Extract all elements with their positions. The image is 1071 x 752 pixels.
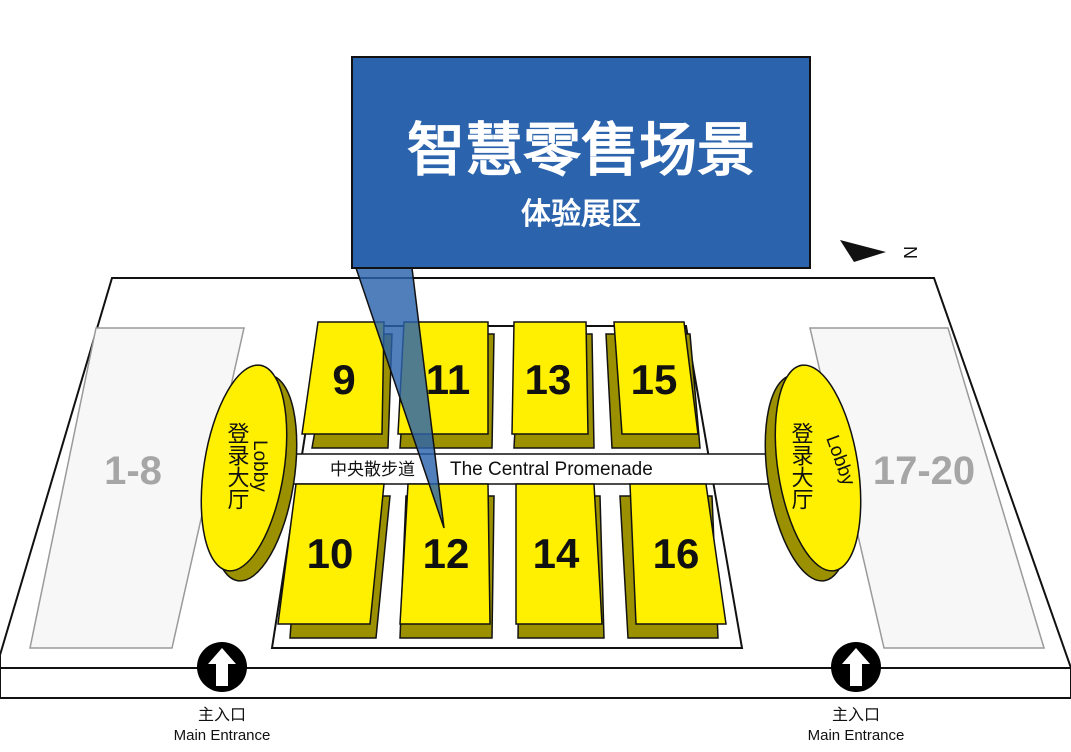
entrance-east-label-en: Main Entrance: [808, 727, 905, 744]
hall-10-number: 10: [307, 530, 354, 577]
hall-15-number: 15: [631, 356, 678, 403]
hall-13[interactable]: 13: [511, 321, 595, 449]
hall-11-number: 11: [426, 356, 470, 403]
promenade-label-cn: 中央散步道: [330, 460, 415, 480]
hall-14[interactable]: 14: [515, 483, 605, 639]
east-hall-label: 17-20: [873, 449, 975, 493]
hall-14-number: 14: [533, 530, 580, 577]
hall-15-roof: [613, 321, 699, 435]
up-arrow-icon: [208, 648, 236, 686]
promenade-label-en: The Central Promenade: [450, 459, 653, 480]
up-arrow-icon: [842, 648, 870, 686]
entrance-east-label-cn: 主入口: [832, 705, 880, 724]
lobby-east-body: [774, 364, 862, 572]
north-label: N: [900, 246, 920, 259]
callout-subtitle: 体验展区: [521, 197, 641, 232]
compass: N: [840, 240, 920, 262]
callout-title: 智慧零售场景: [407, 116, 755, 184]
hall-10-roof: [277, 483, 385, 625]
hall-12-roof: [399, 483, 491, 625]
lobby-west-body: [200, 364, 288, 572]
hall-13-number: 13: [525, 356, 572, 403]
north-arrow-icon: [840, 240, 886, 262]
hall-12[interactable]: 12: [399, 483, 495, 639]
hall-9-number: 9: [332, 356, 355, 403]
lobby-west-label-en: Lobby: [249, 440, 270, 492]
hall-13-roof: [511, 321, 589, 435]
hall-16-roof: [629, 483, 727, 625]
entrance-west-label-en: Main Entrance: [174, 727, 271, 744]
lobby-west-label-cn: 登录大厅: [224, 422, 250, 510]
west-hall-label: 1-8: [104, 449, 162, 493]
callout-background: [351, 56, 811, 269]
lobby-east-label-cn: 登录大厅: [788, 422, 814, 510]
lobby-west[interactable]: 登录大厅 Lobby: [188, 359, 310, 587]
entrance-road: [0, 667, 1071, 699]
hall-9-roof: [301, 321, 385, 435]
hall-14-roof: [515, 483, 603, 625]
lobby-east[interactable]: 登录大厅 Lobby: [752, 359, 874, 587]
hall-9[interactable]: 9: [301, 321, 393, 449]
hall-12-number: 12: [423, 530, 470, 577]
hall-16[interactable]: 16: [619, 483, 727, 639]
callout-box: 智慧零售场景 体验展区: [351, 56, 811, 269]
hall-10[interactable]: 10: [277, 483, 391, 639]
hall-16-number: 16: [653, 530, 700, 577]
main-entrance-west[interactable]: 主入口 Main Entrance: [174, 642, 271, 744]
east-hall-block: [809, 327, 1046, 649]
west-hall-block: [29, 327, 245, 649]
main-entrance-east[interactable]: 主入口 Main Entrance: [808, 642, 905, 744]
entrance-west-label-cn: 主入口: [198, 705, 246, 724]
hall-15[interactable]: 15: [605, 321, 701, 449]
